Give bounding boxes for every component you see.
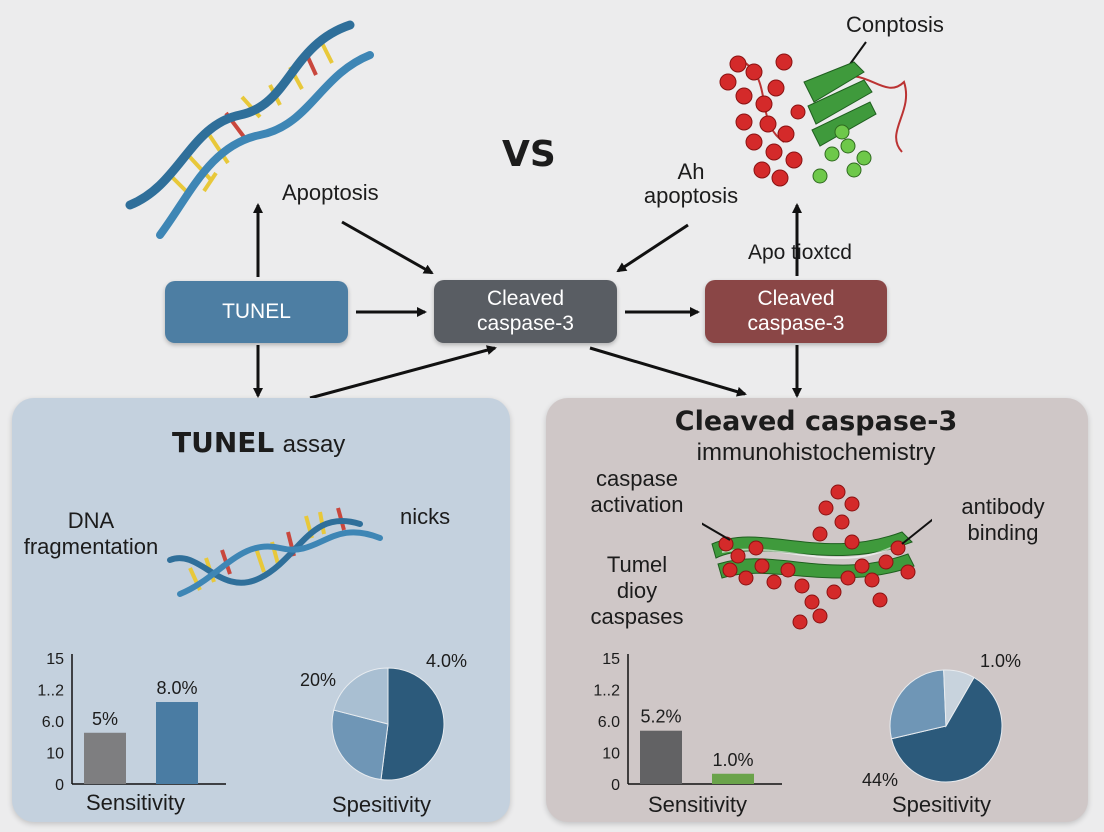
left-bar-chart-bar — [156, 702, 198, 784]
cleaved-center-line1: Cleaved — [486, 287, 565, 311]
arrow-panel-to-center — [309, 345, 497, 400]
apoptosis-label-left: Apoptosis — [282, 180, 379, 205]
right-bar-chart-bar — [640, 730, 682, 784]
left-bar-chart-bar-value-label: 8.0% — [156, 678, 197, 698]
tumel-line3: caspases — [590, 604, 684, 629]
right-pie-pie-slice — [943, 669, 975, 728]
antibody-binding-label: antibody binding — [950, 494, 1056, 546]
antibody-line2: binding — [967, 520, 1039, 545]
left-sensitivity-bar-chart: 15 1..2 6.0 10 0 5% 8.0% — [37, 651, 226, 794]
right-bar-caption: Sensitivity — [648, 792, 748, 817]
right-pie-pie-slice — [889, 669, 947, 740]
tunel-assay-title: TUNEL assay — [172, 426, 345, 460]
dna-label-line1: DNA — [67, 508, 115, 533]
nicks-label: nicks — [400, 504, 451, 529]
cleaved-caspase-3-center-box[interactable]: Cleaved caspase-3 — [434, 280, 617, 343]
right-pie-label-a: 1.0% — [980, 651, 1022, 671]
cleaved-center-line2: caspase-3 — [477, 311, 574, 335]
right-title-line2: immunohistochemistry — [696, 439, 936, 466]
arrow-apoptosis-to-center — [341, 220, 434, 275]
arrow-center-to-right-panel — [589, 346, 747, 397]
caspase-activation-line1: caspase — [596, 466, 678, 491]
right-pie-caption: Spesitivity — [892, 792, 992, 817]
left-pie-caption: Spesitivity — [332, 792, 432, 817]
right-sensitivity-bar-chart: 15 1..2 6.0 10 0 5.2% 1.0% — [593, 651, 782, 794]
left-bar-chart-ytick-label: 1..2 — [37, 683, 64, 700]
tunel-title-bold: TUNEL — [172, 426, 275, 459]
right-bar-chart-ytick-label: 1..2 — [593, 683, 620, 700]
left-bar-caption: Sensitivity — [86, 790, 186, 815]
cleaved-caspase-3-right-box[interactable]: Cleaved caspase-3 — [705, 280, 887, 343]
right-bar-chart-ytick-label: 10 — [602, 746, 620, 763]
tunel-box[interactable]: TUNEL — [165, 281, 348, 343]
right-bar-chart-bar — [712, 773, 754, 784]
antibody-line1: antibody — [961, 494, 1045, 519]
right-pie-pie-slice — [890, 676, 1003, 783]
vs-label: VS — [502, 134, 556, 175]
right-bar-chart-ytick-label: 15 — [602, 651, 620, 668]
ah-apoptosis-line1: Ah — [677, 159, 705, 184]
tumel-line2: dioy — [616, 578, 658, 603]
right-bar-chart-ytick-label: 6.0 — [598, 714, 620, 731]
right-bar-chart-bar-value-label: 5.2% — [640, 707, 681, 727]
left-pie-pie-slice — [333, 667, 389, 725]
cleaved-right-line2: caspase-3 — [747, 311, 845, 335]
tumel-caspases-label: Tumel dioy caspases — [582, 552, 692, 630]
tumel-line1: Tumel — [606, 552, 668, 577]
right-specificity-pie-chart — [889, 669, 1003, 783]
left-bar-chart-bar — [84, 732, 126, 784]
left-bar-chart-ytick-label: 0 — [55, 777, 64, 794]
ah-apoptosis-label: Ah apoptosis — [636, 160, 746, 208]
ah-apoptosis-line2: apoptosis — [643, 183, 739, 208]
arrow-ah-to-center — [616, 223, 689, 273]
dna-fragmentation-label: DNA fragmentation — [16, 508, 166, 560]
dna-helix-illustration-top — [125, 20, 374, 239]
left-pie-pie-slice — [331, 709, 389, 781]
left-bar-chart-ytick-label: 10 — [46, 746, 64, 763]
left-pie-pie-slice — [380, 667, 445, 781]
dna-fragmentation-illustration — [167, 507, 383, 597]
caspase-activation-line2: activation — [590, 492, 684, 517]
right-bar-chart-ytick-label: 0 — [611, 777, 620, 794]
left-bar-chart-ytick-label: 6.0 — [42, 714, 64, 731]
cleaved-right-line1: Cleaved — [757, 287, 835, 311]
left-pie-label-a: 20% — [300, 670, 337, 690]
left-specificity-pie-chart — [331, 667, 445, 781]
caspase-activation-label: caspase activation — [582, 466, 692, 518]
conptosis-label: Conptosis — [846, 12, 944, 37]
left-bar-chart-ytick-label: 15 — [46, 651, 64, 668]
caspase-protein-illustration — [702, 484, 932, 630]
left-pie-label-b: 4.0% — [426, 651, 468, 671]
left-bar-chart-bar-value-label: 5% — [92, 709, 118, 729]
right-title-line1: Cleaved caspase-3 — [674, 406, 958, 437]
right-pie-label-b: 44% — [862, 770, 899, 790]
right-bar-chart-bar-value-label: 1.0% — [712, 750, 753, 770]
tunel-box-label: TUNEL — [222, 299, 291, 323]
right-panel-title: Cleaved caspase-3 immunohistochemistry — [556, 406, 1076, 467]
tunel-title-rest: assay — [282, 431, 346, 458]
apo-tioxtcd-label: Apo tioxtcd — [748, 241, 852, 264]
protein-structure-illustration-top — [719, 53, 907, 187]
dna-label-line2: fragmentation — [23, 534, 159, 559]
